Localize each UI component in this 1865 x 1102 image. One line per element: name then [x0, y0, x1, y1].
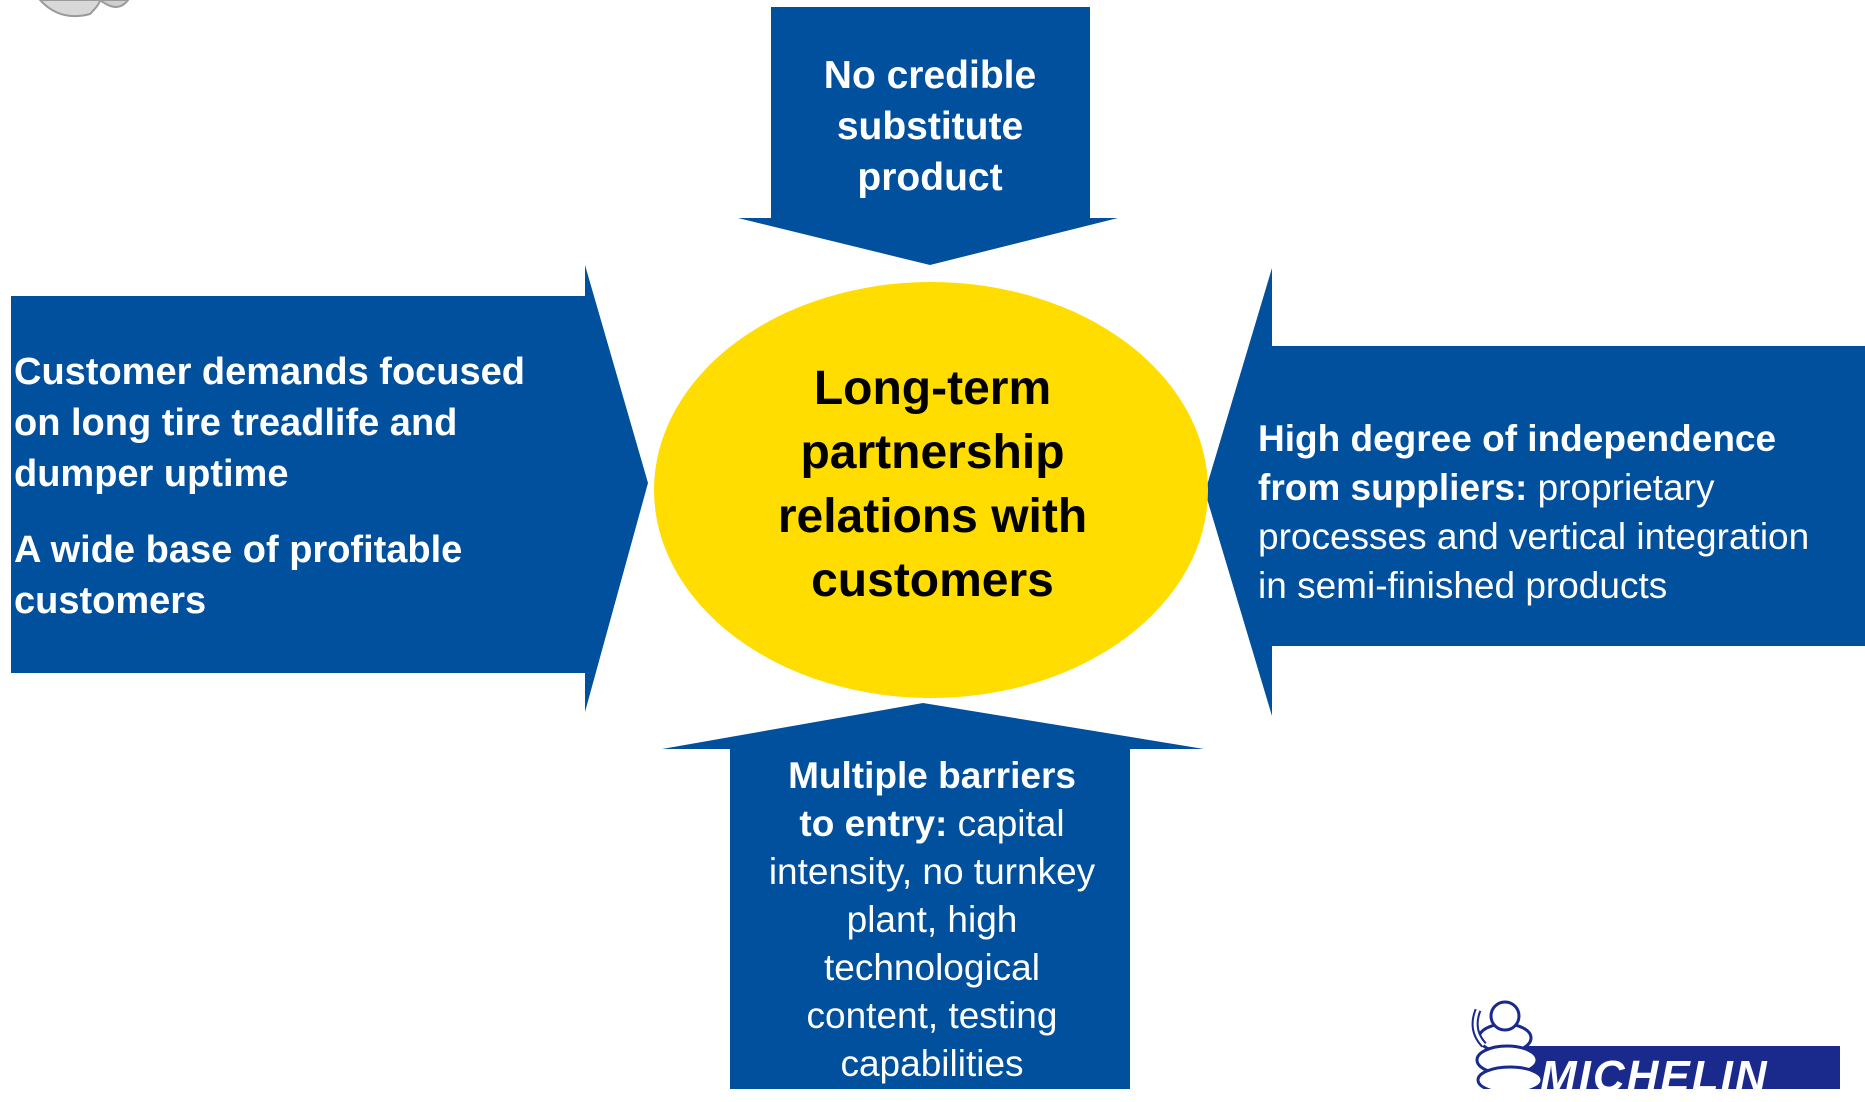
bottom-arrow-body: capital — [947, 803, 1065, 844]
left-arrow-paragraph-2: A wide base of profitable customers — [14, 525, 604, 627]
left-arrow-line: A wide base of profitable — [14, 529, 463, 571]
center-line: partnership — [800, 426, 1065, 479]
top-arrow-text: No credible substitute product — [770, 50, 1090, 203]
left-arrow-paragraph-1: Customer demands focused on long tire tr… — [14, 347, 604, 500]
bottom-arrow-heading-2: to entry: — [799, 803, 948, 844]
left-arrow-line: customers — [14, 580, 207, 622]
bottom-arrow-shape — [662, 703, 1204, 1089]
left-arrow-line: dumper uptime — [14, 453, 289, 495]
top-arrow-line: substitute — [836, 105, 1024, 148]
right-arrow-body-line: in semi-finished products — [1258, 565, 1668, 606]
bottom-arrow-heading: Multiple barriers — [788, 755, 1076, 796]
top-arrow-line: No credible — [823, 54, 1037, 97]
top-arrow-shape — [738, 7, 1118, 265]
right-arrow-body: proprietary — [1527, 467, 1715, 508]
bottom-arrow-body-line: intensity, no turnkey — [768, 851, 1096, 892]
left-arrow-line: Customer demands focused — [14, 351, 525, 393]
center-ellipse-text: Long-term partnership relations with cus… — [740, 357, 1125, 613]
bottom-arrow-text: Multiple barriers to entry: capital inte… — [752, 752, 1112, 1088]
michelin-logo-text: MICHELIN — [1540, 1052, 1769, 1101]
center-line: relations with — [777, 490, 1088, 543]
top-arrow-line: product — [857, 156, 1003, 199]
center-ellipse — [654, 282, 1208, 698]
center-line: Long-term — [813, 362, 1052, 415]
right-arrow-shape — [1205, 268, 1865, 716]
bottom-arrow-body-line: capabilities — [840, 1043, 1024, 1084]
corner-figure-decoration — [38, 0, 130, 18]
right-arrow-heading-2: from suppliers: — [1258, 467, 1528, 508]
right-arrow-text: High degree of independence from supplie… — [1258, 414, 1858, 610]
bibendum-mascot-icon — [1471, 1000, 1544, 1089]
left-arrow-shape — [11, 265, 648, 712]
bottom-arrow-body-line: content, testing — [806, 995, 1058, 1036]
bottom-arrow-body-line: plant, high — [846, 899, 1018, 940]
right-arrow-heading: High degree of independence — [1258, 418, 1777, 459]
right-arrow-body-line: processes and vertical integration — [1258, 516, 1810, 557]
left-arrow-text: Customer demands focused on long tire tr… — [14, 347, 604, 627]
left-arrow-line: on long tire treadlife and — [14, 402, 458, 444]
michelin-logo — [1471, 1000, 1840, 1089]
bottom-arrow-body-line: technological — [824, 947, 1040, 988]
center-line: customers — [811, 554, 1054, 607]
